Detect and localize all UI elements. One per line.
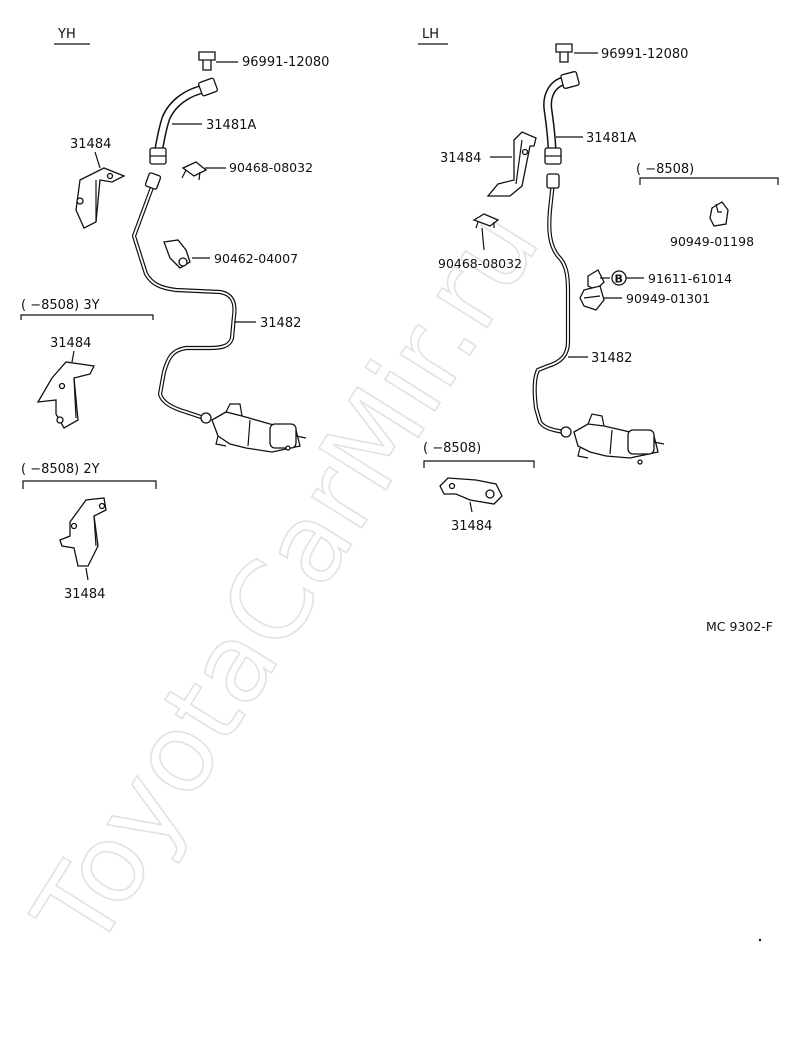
lh-clamp-top-label: 90949-01198 (670, 234, 754, 249)
stray-mark (758, 938, 762, 942)
lh-bracket-bottom-part (439, 477, 503, 505)
lh-range-top-label: ( −8508) (636, 162, 694, 177)
yh-bracket-leader (94, 151, 101, 169)
yh-range-3y-bar (20, 314, 154, 320)
lh-tube-part (532, 173, 572, 438)
catalog-code: MC 9302-F (706, 619, 773, 634)
lh-release-cylinder (573, 413, 665, 465)
yh-bracket-3y-leader (71, 350, 75, 363)
lh-clamp-top-part (709, 201, 729, 227)
lh-clamp-part (579, 285, 605, 311)
lh-range-bottom-bar (423, 460, 535, 468)
lh-bracket-part (486, 131, 537, 197)
yh-clamp-part (163, 239, 191, 269)
lh-clip2-label: 90468-08032 (438, 256, 522, 271)
yh-tube-part (131, 172, 237, 424)
yh-clip2-part (181, 161, 208, 181)
lh-clip2-leader (481, 227, 485, 251)
yh-bracket-3y-label: 31484 (50, 336, 91, 351)
yh-clamp-label: 90462-04007 (214, 251, 298, 266)
lh-section-header: LH (422, 27, 439, 42)
lh-clip-part (555, 43, 573, 63)
yh-range-2y-label: ( −8508) 2Y (21, 462, 100, 477)
lh-clip2-part (472, 213, 500, 229)
yh-range-3y-label: ( −8508) 3Y (21, 298, 100, 313)
lh-flexible-hose (543, 70, 580, 165)
yh-hose-label: 31481A (206, 118, 256, 133)
yh-range-2y-bar (22, 480, 157, 489)
yh-bracket-2y-label: 31484 (64, 587, 105, 602)
yh-clip2-label: 90468-08032 (229, 160, 313, 175)
yh-bracket-3y-part (36, 361, 95, 429)
lh-clamp-label: 90949-01301 (626, 291, 710, 306)
yh-tube-label: 31482 (260, 316, 301, 331)
lh-tube-label: 31482 (591, 351, 632, 366)
lh-section: LH 96991-12080 31481A 31484 (418, 27, 779, 534)
lh-clip-label: 96991-12080 (601, 47, 688, 62)
lh-bolt-label: 91611-61014 (648, 271, 732, 286)
lh-range-top-bar (639, 177, 779, 185)
yh-release-cylinder (211, 403, 307, 453)
yh-bracket-part (75, 167, 126, 229)
yh-bracket-2y-part (59, 497, 107, 567)
yh-bracket-2y-leader (85, 567, 89, 581)
lh-bolt-mark: B (615, 273, 623, 286)
yh-section: YH 96991-12080 31481A 90468-08032 31484 (20, 27, 329, 602)
lh-hose-label: 31481A (586, 131, 636, 146)
yh-flexible-hose (149, 77, 218, 165)
yh-clip-label: 96991-12080 (242, 55, 329, 70)
lh-bracket-label: 31484 (440, 151, 481, 166)
lh-bracket-bottom-leader (469, 501, 473, 513)
yh-section-header: YH (57, 27, 76, 42)
lh-range-bottom-label: ( −8508) (423, 441, 481, 456)
yh-clip-part (198, 51, 216, 71)
yh-bracket-label: 31484 (70, 137, 111, 152)
lh-bracket-bottom-label: 31484 (451, 519, 492, 534)
